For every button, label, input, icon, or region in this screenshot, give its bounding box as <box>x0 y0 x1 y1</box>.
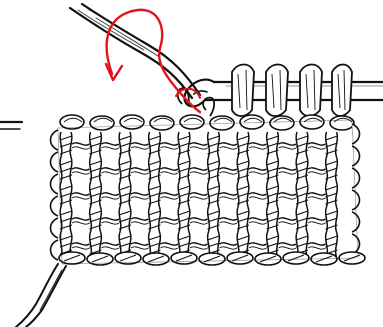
left-edge-bump <box>51 218 59 238</box>
stitch-fabric <box>51 115 366 268</box>
right-edge-bump <box>352 234 360 254</box>
top-loop <box>120 115 144 129</box>
pattern-edge-marker <box>0 122 22 129</box>
left-edge-bump <box>51 174 59 194</box>
right-edge-bump <box>352 168 360 188</box>
top-loop <box>240 115 264 129</box>
left-edge-bump <box>51 130 59 150</box>
top-loop <box>60 115 84 129</box>
working-yarn <box>70 4 200 98</box>
left-edge-bump <box>51 240 59 260</box>
left-edge-bump <box>51 152 59 172</box>
top-loop <box>180 115 204 129</box>
top-loop <box>300 115 324 129</box>
yarn-tail <box>16 264 66 327</box>
left-edge-bump <box>51 196 59 216</box>
